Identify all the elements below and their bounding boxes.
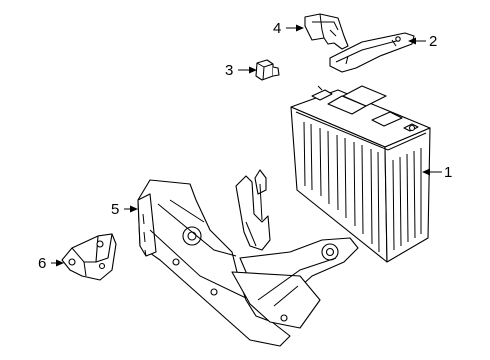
- callout-1: 1: [422, 164, 452, 181]
- terminal-cover-part: [329, 32, 415, 73]
- callout-6: 6: [38, 255, 64, 272]
- callout-6-label: 6: [38, 255, 46, 272]
- callout-5: 5: [111, 201, 138, 218]
- clip-bracket-part: [304, 13, 349, 50]
- battery-tray-part: [137, 169, 359, 347]
- connector-bolt-part: [255, 59, 280, 81]
- callout-3-label: 3: [225, 62, 233, 79]
- callout-1-label: 1: [444, 164, 452, 181]
- battery-part: [290, 85, 431, 263]
- callout-4-label: 4: [273, 20, 281, 37]
- callout-3: 3: [225, 62, 257, 79]
- mount-bracket-part: [61, 233, 117, 281]
- callout-4: 4: [273, 20, 304, 37]
- callout-2: 2: [408, 33, 437, 50]
- callout-5-label: 5: [111, 201, 119, 218]
- callout-2-label: 2: [429, 33, 437, 50]
